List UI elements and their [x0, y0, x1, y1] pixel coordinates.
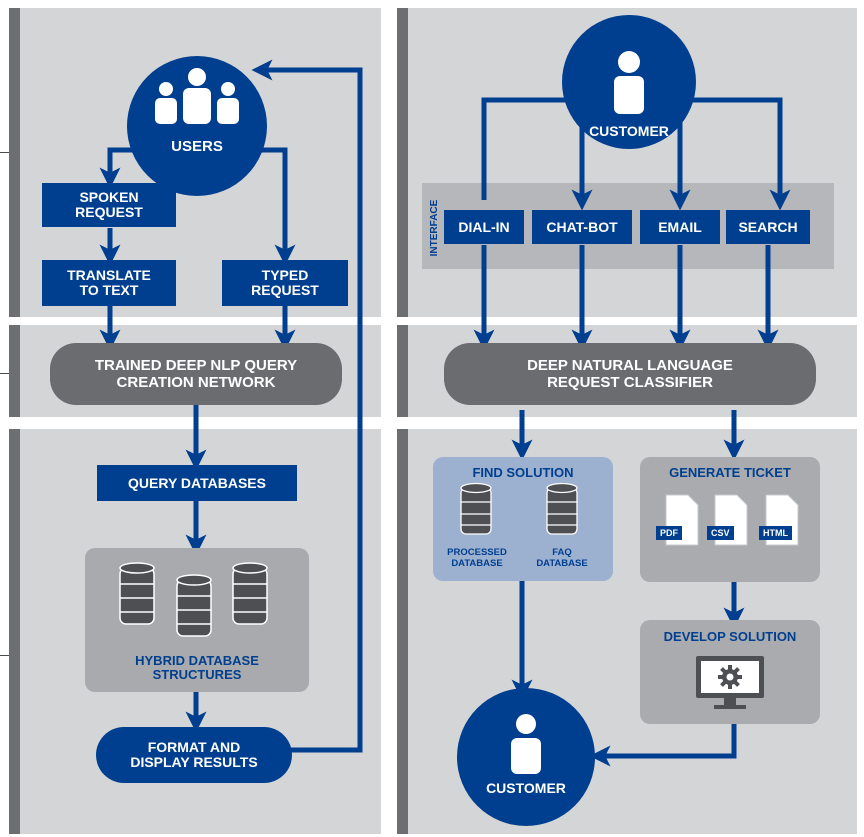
right-stripe-top — [397, 8, 408, 317]
spoken-request-box: SPOKEN REQUEST — [42, 183, 176, 227]
channel-email: EMAIL — [640, 210, 720, 244]
typed-request-box: TYPED REQUEST — [222, 260, 348, 306]
pdf-tag: PDF — [656, 526, 682, 540]
channel-chat-bot: CHAT-BOT — [532, 210, 632, 244]
margin-line-1 — [0, 152, 9, 153]
classifier-node: DEEP NATURAL LANGUAGE REQUEST CLASSIFIER — [444, 343, 816, 405]
format-display-node: FORMAT AND DISPLAY RESULTS — [96, 727, 292, 783]
customer-bottom-node — [457, 688, 595, 826]
translate-to-text-box: TRANSLATE TO TEXT — [42, 260, 176, 306]
left-stripe-top — [9, 8, 20, 317]
channel-dial-in: DIAL-IN — [444, 210, 524, 244]
customer-top-label: CUSTOMER — [589, 123, 669, 139]
csv-tag: CSV — [707, 526, 734, 540]
hybrid-db-label: HYBRID DATABASE STRUCTURES — [135, 653, 259, 682]
develop-solution-label: DEVELOP SOLUTION — [663, 629, 797, 644]
query-databases-box: QUERY DATABASES — [97, 465, 297, 501]
generate-ticket-label: GENERATE TICKET — [669, 465, 791, 480]
customer-bottom-label: CUSTOMER — [486, 780, 566, 796]
html-tag: HTML — [759, 526, 792, 540]
margin-line-3 — [0, 655, 9, 656]
left-stripe-middle — [9, 325, 20, 417]
margin-line-2 — [0, 373, 9, 374]
faq-db-label: FAQ DATABASE — [536, 547, 588, 569]
left-stripe-bottom — [9, 429, 20, 834]
right-stripe-bottom — [397, 429, 408, 834]
channel-search: SEARCH — [726, 210, 810, 244]
users-label: USERS — [171, 138, 223, 155]
right-stripe-middle — [397, 325, 408, 417]
nlp-network-node: TRAINED DEEP NLP QUERY CREATION NETWORK — [50, 343, 342, 405]
users-node — [127, 56, 267, 196]
processed-db-label: PROCESSED DATABASE — [447, 547, 507, 569]
find-solution-label: FIND SOLUTION — [472, 465, 574, 480]
